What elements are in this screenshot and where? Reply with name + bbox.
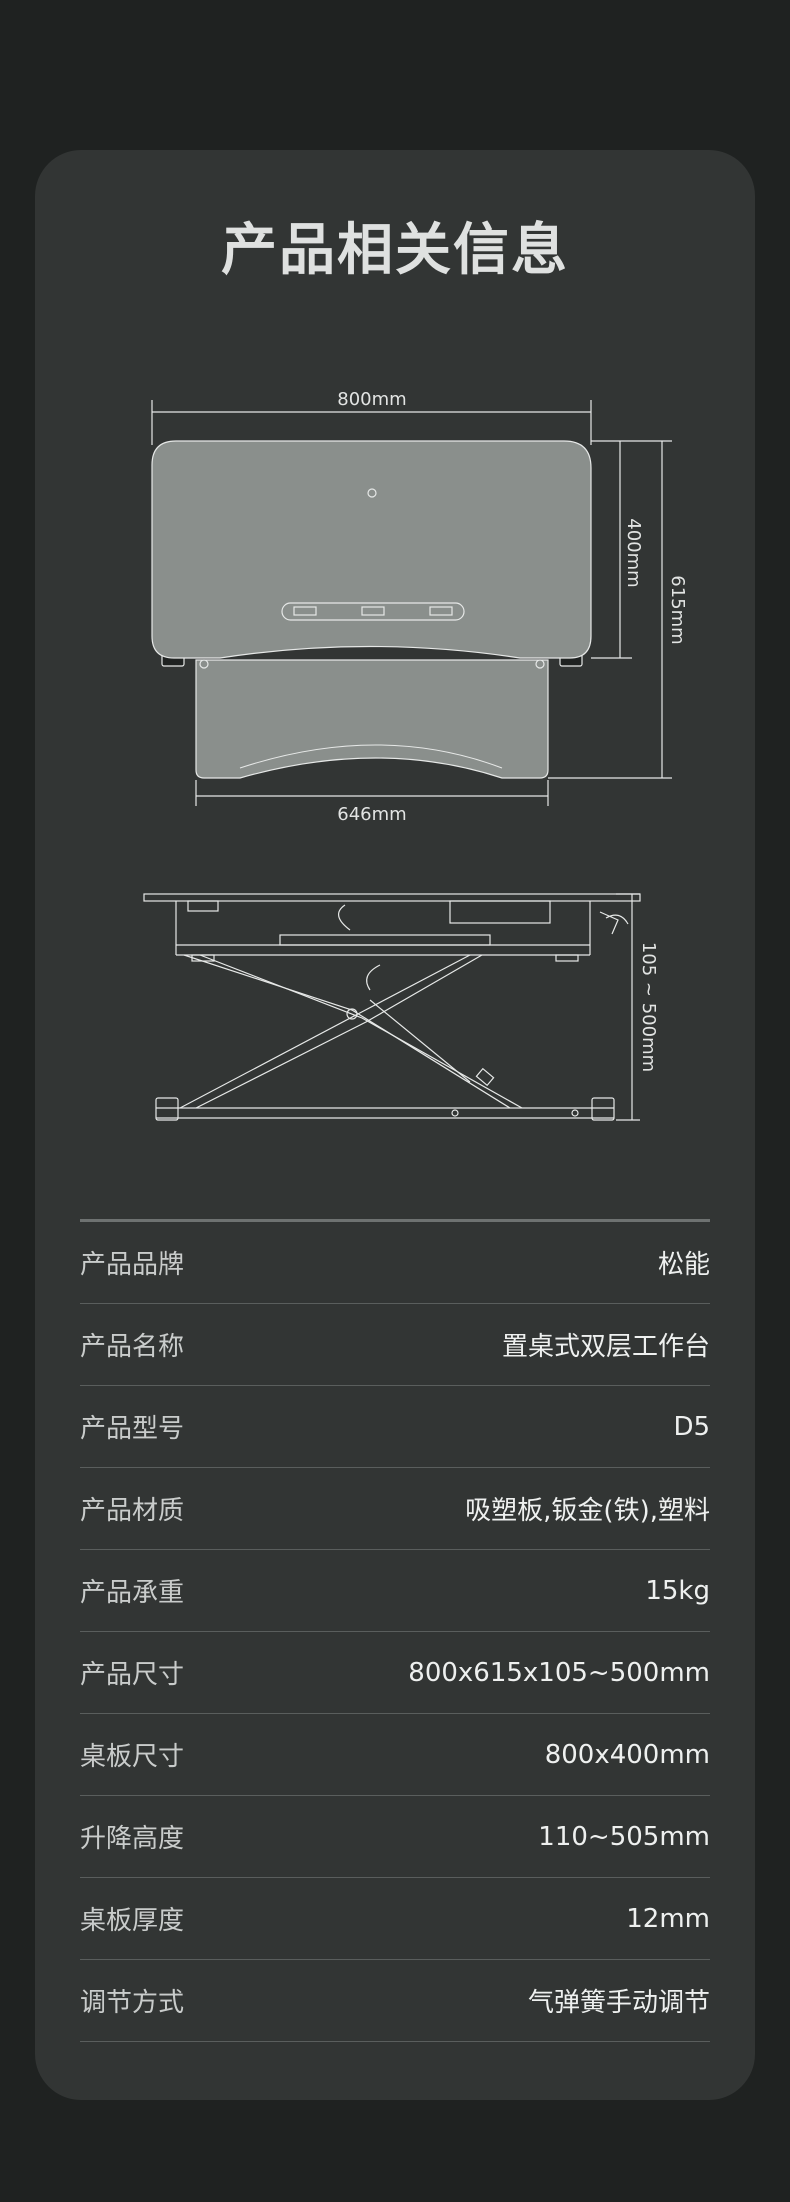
product-diagram: 800mm 400mm 615mm 646mm <box>143 389 688 1121</box>
depth-label: 400mm <box>623 518 644 587</box>
spec-value: D5 <box>673 1411 710 1442</box>
spec-key: 产品型号 <box>80 1414 185 1444</box>
spec-row-material: 产品材质 吸塑板,钣金(铁),塑料 <box>80 1468 710 1550</box>
spec-key: 产品名称 <box>80 1332 185 1362</box>
spec-value: 110~505mm <box>538 1821 710 1852</box>
lower-width-label: 646mm <box>337 804 406 825</box>
spec-key: 桌板尺寸 <box>80 1742 185 1772</box>
spec-value: 15kg <box>645 1575 710 1606</box>
width-label: 800mm <box>337 389 406 410</box>
total-depth-label: 615mm <box>667 575 688 644</box>
spec-row-brand: 产品品牌 松能 <box>80 1222 710 1304</box>
spec-key: 调节方式 <box>80 1988 185 2018</box>
spec-row-model: 产品型号 D5 <box>80 1386 710 1468</box>
spec-key: 产品尺寸 <box>80 1660 185 1690</box>
spec-value: 800x615x105~500mm <box>408 1657 710 1688</box>
spec-value: 12mm <box>626 1903 710 1934</box>
spec-key: 产品材质 <box>80 1496 185 1526</box>
spec-value: 置桌式双层工作台 <box>501 1332 710 1362</box>
height-label: 105 ~ 500mm <box>638 942 659 1072</box>
spec-table: 产品品牌 松能 产品名称 置桌式双层工作台 产品型号 D5 产品材质 吸塑板,钣… <box>80 1219 710 2042</box>
spec-key: 升降高度 <box>80 1824 185 1854</box>
spec-row-adjustment: 调节方式 气弹簧手动调节 <box>80 1960 710 2042</box>
spec-row-lift-height: 升降高度 110~505mm <box>80 1796 710 1878</box>
page-title: 产品相关信息 <box>221 218 569 283</box>
spec-row-name: 产品名称 置桌式双层工作台 <box>80 1304 710 1386</box>
spec-row-thickness: 桌板厚度 12mm <box>80 1878 710 1960</box>
spec-row-load: 产品承重 15kg <box>80 1550 710 1632</box>
spec-value: 800x400mm <box>544 1739 710 1770</box>
spec-row-board-size: 桌板尺寸 800x400mm <box>80 1714 710 1796</box>
top-view <box>151 400 672 806</box>
spec-value: 吸塑板,钣金(铁),塑料 <box>465 1496 710 1526</box>
spec-key: 产品承重 <box>80 1578 185 1608</box>
spec-key: 桌板厚度 <box>80 1906 185 1936</box>
side-view <box>143 893 641 1121</box>
spec-value: 气弹簧手动调节 <box>527 1988 710 2018</box>
spec-key: 产品品牌 <box>80 1250 185 1280</box>
spec-row-size: 产品尺寸 800x615x105~500mm <box>80 1632 710 1714</box>
spec-value: 松能 <box>657 1250 710 1280</box>
